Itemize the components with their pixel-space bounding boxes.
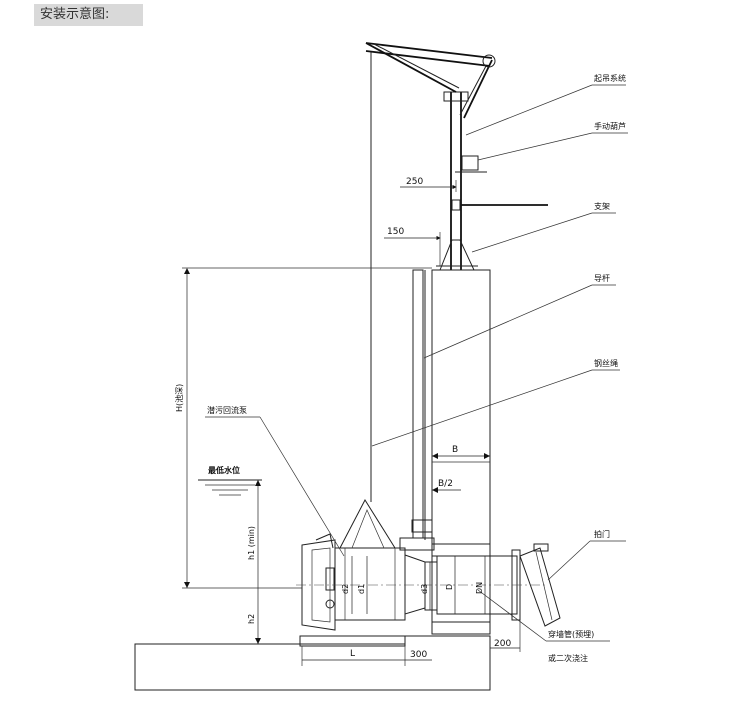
dim-h1-text: h1 (min) <box>247 526 256 560</box>
dim-B-text: B <box>452 445 458 455</box>
label-hand-hoist: 手动葫芦 <box>594 121 626 131</box>
pump-body <box>301 498 561 631</box>
diagram-title: 安装示意图: <box>34 4 143 26</box>
dim-d1: d1 <box>357 584 366 594</box>
label-lifting-system: 起吊系统 <box>594 73 626 83</box>
callout-wall-pipe: 穿墙管(预埋) 或二次浇注 <box>477 589 610 663</box>
dim-250-text: 250 <box>406 177 423 187</box>
label-bracket: 支架 <box>594 201 610 211</box>
dim-D: D <box>445 584 454 590</box>
dimension-300: 300 <box>405 650 432 661</box>
callout-wire-rope: 钢丝绳 <box>371 358 620 447</box>
label-wall-pipe: 穿墙管(预埋) <box>548 629 594 639</box>
dim-200-text: 200 <box>494 639 511 649</box>
label-secondary-grout: 或二次浇注 <box>548 653 588 663</box>
dimension-250: 250 <box>400 177 457 192</box>
label-wire-rope: 钢丝绳 <box>594 358 618 368</box>
dim-H-symbol: H <box>175 406 184 412</box>
callout-guide-rod: 导杆 <box>423 273 616 359</box>
dimension-H: H(池深) <box>174 267 432 589</box>
lifting-system <box>365 42 548 502</box>
dimension-B: B <box>432 445 490 459</box>
dim-300-text: 300 <box>410 650 427 660</box>
callout-pump: 潜污回流泵 <box>205 405 345 557</box>
dimension-h2: h2 <box>247 588 261 644</box>
dim-h2-text: h2 <box>247 614 256 624</box>
dimension-h1: h1 (min) <box>247 480 261 588</box>
pit-floor <box>134 635 491 691</box>
dimension-L: L <box>301 646 406 666</box>
dim-d3: d3 <box>420 584 429 594</box>
label-guide-rod: 导杆 <box>594 273 610 283</box>
dim-L-text: L <box>350 649 355 659</box>
callout-flap-valve: 拍门 <box>547 529 626 581</box>
pump-dimension-labels: d2 d1 d3 D DN <box>341 556 486 614</box>
callout-bracket: 支架 <box>471 201 616 253</box>
dim-B-half-text: B/2 <box>438 479 453 489</box>
dim-150-text: 150 <box>387 227 404 237</box>
min-water-level: 最低水位 <box>198 465 262 496</box>
callout-lifting-system: 起吊系统 <box>465 73 626 136</box>
dim-H-note: (池深) <box>174 384 184 406</box>
dim-H-text: H(池深) <box>174 384 184 412</box>
dim-DN: DN <box>475 582 484 594</box>
dim-d2: d2 <box>341 584 350 594</box>
callout-hand-hoist: 手动葫芦 <box>477 121 628 161</box>
label-flap-valve: 拍门 <box>594 529 610 539</box>
dimension-150: 150 <box>384 227 441 266</box>
dimension-B-half: B/2 <box>432 479 461 493</box>
label-pump: 潜污回流泵 <box>207 405 247 415</box>
dimension-200: 200 <box>490 620 521 652</box>
min-water-level-label: 最低水位 <box>208 465 240 475</box>
concrete-wall <box>431 269 491 635</box>
guide-rod <box>399 269 435 551</box>
